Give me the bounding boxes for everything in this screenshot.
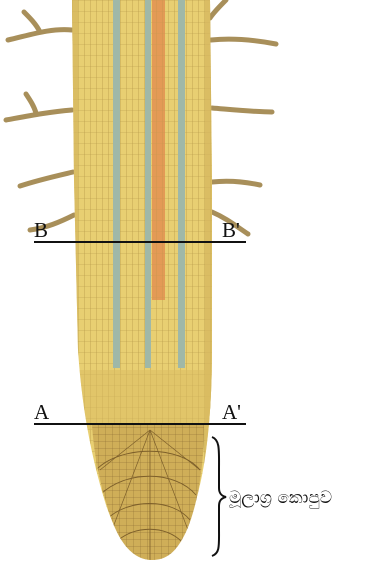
root-hair — [26, 94, 36, 113]
label-b-prime: B' — [222, 218, 240, 242]
root-hair — [24, 12, 40, 32]
root-hair — [211, 39, 276, 44]
root-hair — [212, 181, 260, 185]
xylem-strand-left — [113, 0, 120, 368]
root-cap — [88, 420, 208, 563]
root-hair — [212, 108, 272, 112]
root-cap-label: මූලාග්‍ර කොපුව — [229, 488, 332, 508]
label-b: B — [34, 218, 48, 242]
label-a: A — [34, 400, 50, 424]
root-hair — [6, 110, 72, 120]
root-hair — [20, 172, 73, 186]
root-cap-brace — [212, 437, 226, 556]
root-hair — [210, 0, 226, 18]
xylem-strand-right — [178, 0, 185, 368]
label-a-prime: A' — [222, 400, 241, 424]
xylem-strand-center-left — [145, 0, 151, 368]
